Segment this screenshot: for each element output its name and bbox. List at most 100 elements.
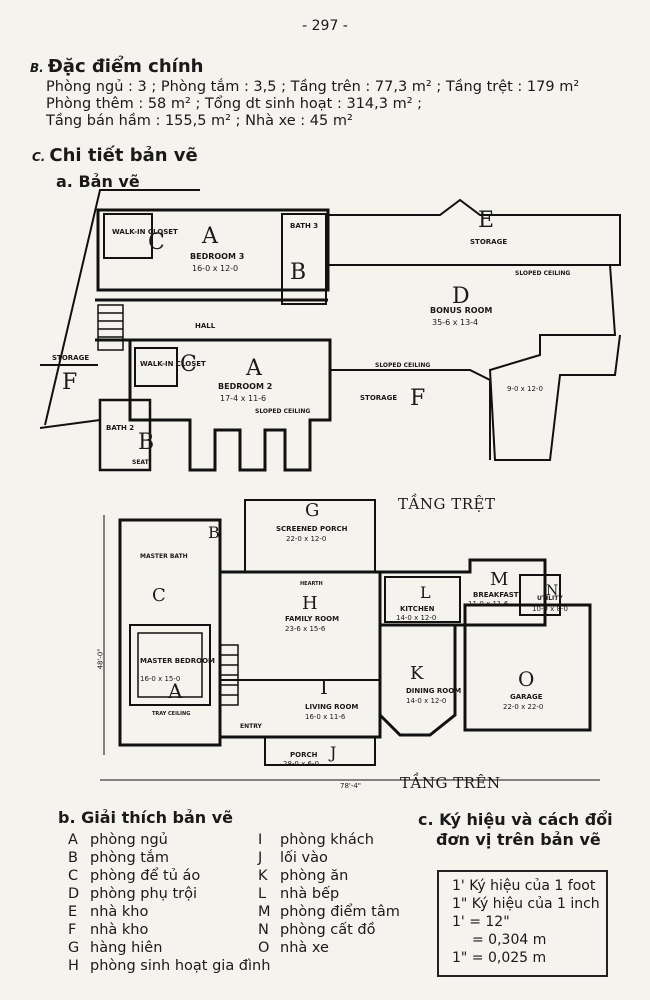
letter-c-1: C bbox=[148, 230, 165, 255]
label-kitchen: KITCHEN bbox=[400, 605, 435, 613]
letter-i: I bbox=[320, 675, 328, 699]
conversion-line: 1' Ký hiệu của 1 foot bbox=[452, 878, 596, 894]
lower-floor-plan-drawing bbox=[100, 499, 600, 781]
legend-title: b. Giải thích bản vẽ bbox=[58, 808, 234, 827]
label-porch: PORCH bbox=[290, 751, 318, 759]
letter-b-2: B bbox=[138, 430, 155, 455]
label-family-room-dim: 23-6 x 15-6 bbox=[285, 625, 326, 633]
letter-g-2: J bbox=[330, 743, 337, 762]
label-utility-dim: 10-0 x 8-0 bbox=[532, 605, 568, 613]
label-utility: UTILITY bbox=[537, 595, 563, 602]
letter-n: N bbox=[546, 583, 559, 599]
letter-g-1: G bbox=[305, 500, 320, 521]
label-bedroom-2: BEDROOM 2 bbox=[218, 382, 273, 391]
caption-upper-floor: TẦNG TRÊN bbox=[400, 774, 501, 792]
label-sloped-ceiling-1: SLOPED CEILING bbox=[515, 270, 571, 277]
conversion-box bbox=[437, 870, 608, 977]
conversion-line: 1' = 12" bbox=[452, 914, 510, 930]
label-kitchen-dim: 14-0 x 12-0 bbox=[396, 614, 437, 622]
label-master-bedroom-dim: 16-0 x 15-0 bbox=[140, 675, 181, 683]
letter-o: O bbox=[518, 667, 535, 691]
letter-h: H bbox=[302, 593, 318, 614]
letter-c-2: C bbox=[180, 352, 197, 377]
conversion-line: = 0,304 m bbox=[472, 932, 547, 948]
label-master-bedroom: MASTER BEDROOM bbox=[140, 657, 215, 665]
label-bedroom-3-dim: 16-0 x 12-0 bbox=[192, 264, 239, 273]
letter-b-1: B bbox=[290, 260, 307, 285]
conversion-title-1: c. Ký hiệu và cách đổi bbox=[418, 810, 613, 829]
conversion-title-2: đơn vị trên bản vẽ bbox=[436, 830, 601, 849]
label-screened-porch: SCREENED PORCH bbox=[276, 525, 348, 533]
label-storage-mid: STORAGE bbox=[360, 394, 398, 402]
letter-a: A bbox=[168, 679, 183, 703]
spec-line-2: Phòng thêm : 58 m² ; Tổng dt sinh hoạt :… bbox=[46, 96, 423, 112]
section-c-heading: C.Chi tiết bản vẽ bbox=[32, 145, 198, 166]
label-seat: SEAT bbox=[132, 459, 149, 466]
letter-b: B bbox=[208, 523, 220, 542]
label-bedroom-3: BEDROOM 3 bbox=[190, 252, 245, 261]
spec-line-1: Phòng ngủ : 3 ; Phòng tắm : 3,5 ; Tầng t… bbox=[46, 79, 580, 95]
upper-floor-plan: WALK-IN CLOSET BEDROOM 3 16-0 x 12-0 BAT… bbox=[39, 180, 640, 500]
label-family-room: FAMILY ROOM bbox=[285, 615, 340, 623]
label-dim-right: 9-0 x 12-0 bbox=[507, 385, 543, 393]
label-storage-top: STORAGE bbox=[470, 238, 508, 246]
spec-line-3: Tầng bán hầm : 155,5 m² ; Nhà xe : 45 m² bbox=[46, 113, 353, 129]
section-b-marker: B. bbox=[30, 61, 44, 75]
letter-f-1: F bbox=[62, 370, 78, 395]
label-hall: HALL bbox=[195, 322, 216, 330]
section-b-heading: B.Đặc điểm chính bbox=[30, 56, 203, 77]
page-number: - 297 - bbox=[302, 18, 348, 34]
caption-ground-floor: TẦNG TRỆT bbox=[398, 495, 496, 513]
label-bonus-room: BONUS ROOM bbox=[430, 306, 493, 315]
label-tray-ceiling: TRAY CEILING bbox=[152, 711, 191, 717]
label-living-room: LIVING ROOM bbox=[305, 703, 359, 711]
label-walkin-closet-1: WALK-IN CLOSET bbox=[112, 228, 178, 236]
letter-d: D bbox=[452, 284, 470, 309]
upper-floor-plan-drawing bbox=[39, 189, 621, 472]
label-sloped-ceiling-3: SLOPED CEILING bbox=[375, 362, 431, 369]
section-c-marker: C. bbox=[32, 150, 46, 164]
label-walkin-closet-2: WALK-IN CLOSET bbox=[140, 360, 206, 368]
label-dining-room-dim: 14-0 x 12-0 bbox=[406, 697, 447, 705]
conversion-line: 1" = 0,025 m bbox=[452, 950, 547, 966]
label-width-dim: 78'-4" bbox=[340, 782, 362, 790]
label-bonus-room-dim: 35-6 x 13-4 bbox=[432, 318, 479, 327]
label-breakfast-dim: 11-0 x 11-6 bbox=[468, 600, 509, 608]
label-sloped-ceiling-2: SLOPED CEILING bbox=[255, 408, 311, 415]
lower-floor-plan: SCREENED PORCH 22-0 x 12-0 MASTER BATH H… bbox=[90, 495, 610, 800]
letter-m: M bbox=[490, 569, 509, 590]
letter-e: E bbox=[478, 208, 495, 233]
letter-a-1: A bbox=[202, 224, 218, 249]
label-garage-dim: 22-0 x 22-0 bbox=[503, 703, 544, 711]
label-master-bath: MASTER BATH bbox=[140, 553, 188, 560]
section-b-title: Đặc điểm chính bbox=[47, 56, 204, 77]
letter-f-2: F bbox=[410, 386, 426, 411]
label-porch-dim: 28-0 x 6-0 bbox=[283, 760, 319, 768]
label-depth-dim: 48'-0" bbox=[96, 648, 105, 670]
label-screened-porch-dim: 22-0 x 12-0 bbox=[286, 535, 327, 543]
label-entry: ENTRY bbox=[240, 723, 262, 730]
subheading-drawing: a. Bản vẽ bbox=[56, 172, 140, 191]
letter-k: K bbox=[410, 663, 424, 684]
label-bedroom-2-dim: 17-4 x 11-6 bbox=[220, 394, 267, 403]
label-garage: GARAGE bbox=[510, 693, 543, 701]
label-bath-2: BATH 2 bbox=[106, 424, 135, 432]
letter-c: C bbox=[152, 585, 166, 606]
section-c-title: Chi tiết bản vẽ bbox=[49, 145, 198, 166]
letter-l: L bbox=[420, 583, 431, 602]
